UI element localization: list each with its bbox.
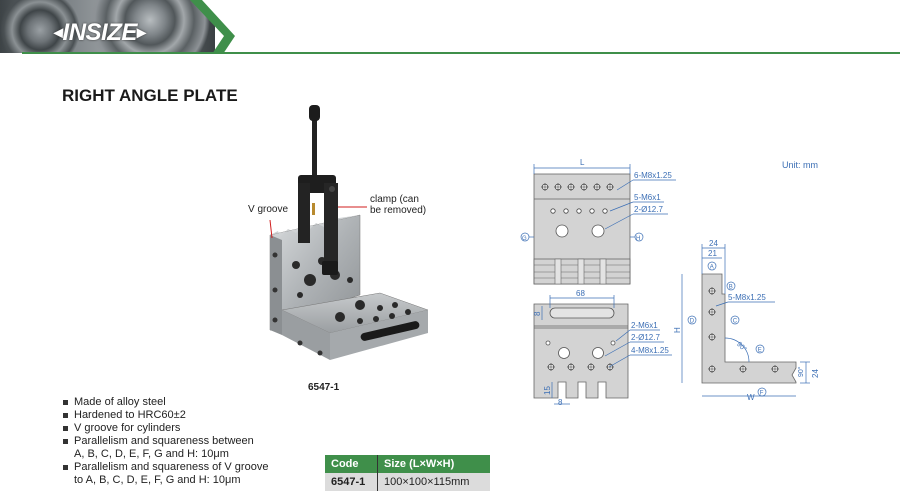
spec-table: Code Size (L×W×H) 6547-1 100×100×115mm [325, 455, 490, 491]
datum-ref-circle [687, 315, 697, 325]
feature-item: Made of alloy steel [62, 396, 268, 409]
side-hole-set [708, 287, 779, 373]
ref-h: H [636, 236, 640, 242]
dim-height: H [673, 327, 682, 333]
col-size: Size (L×W×H) [377, 455, 490, 473]
m6-hole [563, 208, 569, 214]
model-label: 6547-1 [308, 382, 340, 393]
table-row: 6547-1 100×100×115mm [325, 473, 490, 491]
datum-ref-circle [755, 344, 765, 354]
page-title: RIGHT ANGLE PLATE [62, 86, 238, 105]
feature-item: V groove for cylinders [62, 422, 268, 435]
callout-front-m6: 2-M6x1 [631, 321, 658, 330]
feature-item-continuation: A, B, C, D, E, F, G and H: 10μm [62, 448, 268, 461]
spec-table-header: Code Size (L×W×H) [325, 455, 490, 473]
dim-slot-width: 8 [533, 311, 542, 316]
cell-size: 100×100×115mm [377, 473, 490, 491]
dim-top-inner: 21 [708, 249, 717, 258]
m6-hole [576, 208, 582, 214]
datum-ref-d: D [690, 318, 695, 324]
datum-ref-circle [757, 387, 767, 397]
dim-length: L [580, 158, 585, 167]
feature-text: A, B, C, D, E, F, G and H: 10μm [74, 448, 229, 460]
top-view: L 6-M8x1.25 5-M6x1 2-Ø12.7 G H [520, 158, 676, 285]
dim-notch-width: 8 [558, 398, 563, 407]
dim-top-outer: 24 [709, 239, 718, 248]
header-banner: ◂INSIZE▸ [0, 0, 900, 56]
feature-list: Made of alloy steel Hardened to HRC60±2 … [62, 396, 268, 487]
feature-item-continuation: to A, B, C, D, E, F, G and H: 10μm [62, 474, 268, 487]
callout-front-m8: 4-M8x1.25 [631, 346, 669, 355]
feature-text: to A, B, C, D, E, F, G and H: 10μm [74, 474, 241, 486]
callout-clamp: clamp (can be removed) [370, 194, 426, 216]
callout-side-m8: 5-M8x1.25 [728, 293, 766, 302]
ref-g: G [522, 236, 527, 242]
m6-hole [589, 208, 595, 214]
datum-ref-a: A [710, 264, 714, 270]
arrow-left-icon: ◂ [54, 22, 63, 42]
datum-ref-c: C [733, 318, 738, 324]
dim-base-thickness: 24 [811, 369, 820, 378]
brand-logo: ◂INSIZE▸ [54, 19, 146, 47]
callout-clamp-line2: be removed) [370, 205, 427, 216]
callout-m8: 6-M8x1.25 [634, 171, 672, 180]
datum-ref-circle [726, 281, 736, 291]
datum-ref-b: B [729, 284, 733, 290]
callout-v-groove: V groove [248, 204, 289, 215]
m6-hole [550, 208, 556, 214]
callout-m6: 5-M6x1 [634, 193, 661, 202]
m6-hole [602, 208, 608, 214]
datum-references: A B C D E F [687, 261, 767, 397]
header-rule [22, 52, 900, 54]
datum-ref-circle [707, 261, 717, 271]
brand-name: INSIZE [62, 19, 138, 46]
unit-label: Unit: mm [782, 160, 818, 170]
callout-clamp-line1: clamp (can [370, 194, 419, 205]
feature-item: Parallelism and squareness between [62, 435, 268, 448]
cell-code: 6547-1 [325, 473, 378, 491]
col-code: Code [325, 455, 378, 473]
dim-notch-depth: 15 [543, 386, 552, 395]
callout-front-bore: 2-Ø12.7 [631, 333, 660, 342]
datum-ref-f: F [760, 390, 764, 396]
front-view: 68 8 2-M6x1 2-Ø12.7 4-M8x1.25 15 8 [533, 289, 672, 407]
dim-v-angle: 90° [797, 366, 805, 377]
m8-hole-row [541, 183, 614, 191]
dim-slot-length: 68 [576, 289, 585, 298]
product-photo [269, 105, 429, 360]
callout-bore: 2-Ø12.7 [634, 205, 663, 214]
header-photo [0, 0, 215, 53]
datum-ref-circle [730, 315, 740, 325]
arrow-right-icon: ▸ [136, 22, 146, 42]
m6-hole-row [550, 208, 608, 214]
feature-item: Hardened to HRC60±2 [62, 409, 268, 422]
dim-width: W [747, 393, 755, 402]
datum-ref-e: E [758, 347, 762, 353]
feature-item: Parallelism and squareness of V groove [62, 461, 268, 474]
